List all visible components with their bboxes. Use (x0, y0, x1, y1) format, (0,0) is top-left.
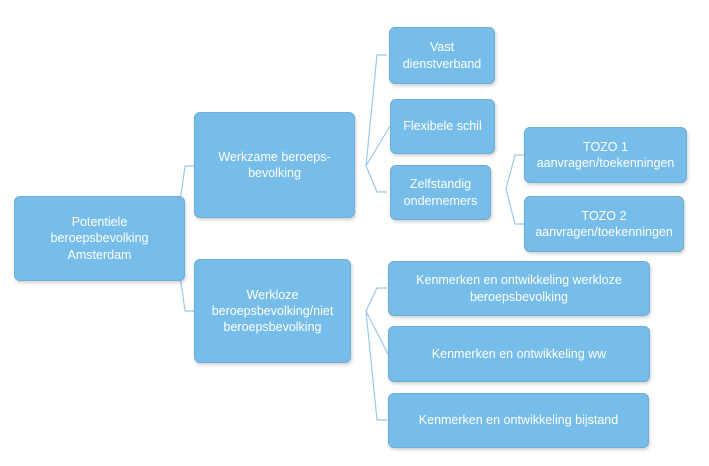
flexibele-schil-label: Flexibele schil (403, 119, 482, 134)
working-population-label: Werkzame beroeps- bevolking (218, 149, 331, 180)
connector-zelfstandig-to-tozo (505, 154, 524, 225)
tozo1-label: TOZO 1 aanvragen/toekenningen (536, 139, 675, 170)
vast-dienstverband-node: Vast dienstverband (389, 27, 495, 84)
connector-working-to-flexibele (365, 125, 391, 167)
vast-dienstverband-label: Vast dienstverband (402, 40, 482, 71)
unemployed-population-node: Werkloze beroepsbevolking/niet beroepsbe… (194, 259, 351, 363)
tozo2-node: TOZO 2 aanvragen/toekenningen (524, 196, 684, 252)
werkloze-kenmerken-node: Kenmerken en ontwikkeling werkloze beroe… (388, 261, 650, 316)
unemployed-population-label: Werkloze beroepsbevolking/niet beroepsbe… (211, 287, 334, 335)
connector-unemployed-to-ww (365, 310, 389, 355)
working-population-node: Werkzame beroeps- bevolking (194, 112, 355, 218)
werkloze-kenmerken-label: Kenmerken en ontwikkeling werkloze beroe… (416, 273, 622, 304)
flexibele-schil-node: Flexibele schil (390, 99, 495, 154)
bijstand-kenmerken-node: Kenmerken en ontwikkeling bijstand (388, 393, 649, 448)
root-node-label: Potentiele beroepsbevolking Amsterdam (50, 215, 149, 262)
zelfstandig-ondernemers-label: Zelfstandig ondernemers (403, 177, 478, 208)
tozo2-label: TOZO 2 aanvragen/toekenningen (535, 208, 673, 239)
root-node: Potentiele beroepsbevolking Amsterdam (14, 196, 185, 281)
bijstand-kenmerken-label: Kenmerken en ontwikkeling bijstand (418, 413, 619, 428)
connector-working-to-children (365, 54, 387, 193)
connector-unemployed-to-children (365, 287, 387, 421)
zelfstandig-ondernemers-node: Zelfstandig ondernemers (390, 165, 491, 220)
ww-kenmerken-label: Kenmerken en ontwikkeling ww (431, 346, 607, 361)
ww-kenmerken-node: Kenmerken en ontwikkeling ww (388, 326, 650, 382)
tozo1-node: TOZO 1 aanvragen/toekenningen (524, 127, 687, 183)
